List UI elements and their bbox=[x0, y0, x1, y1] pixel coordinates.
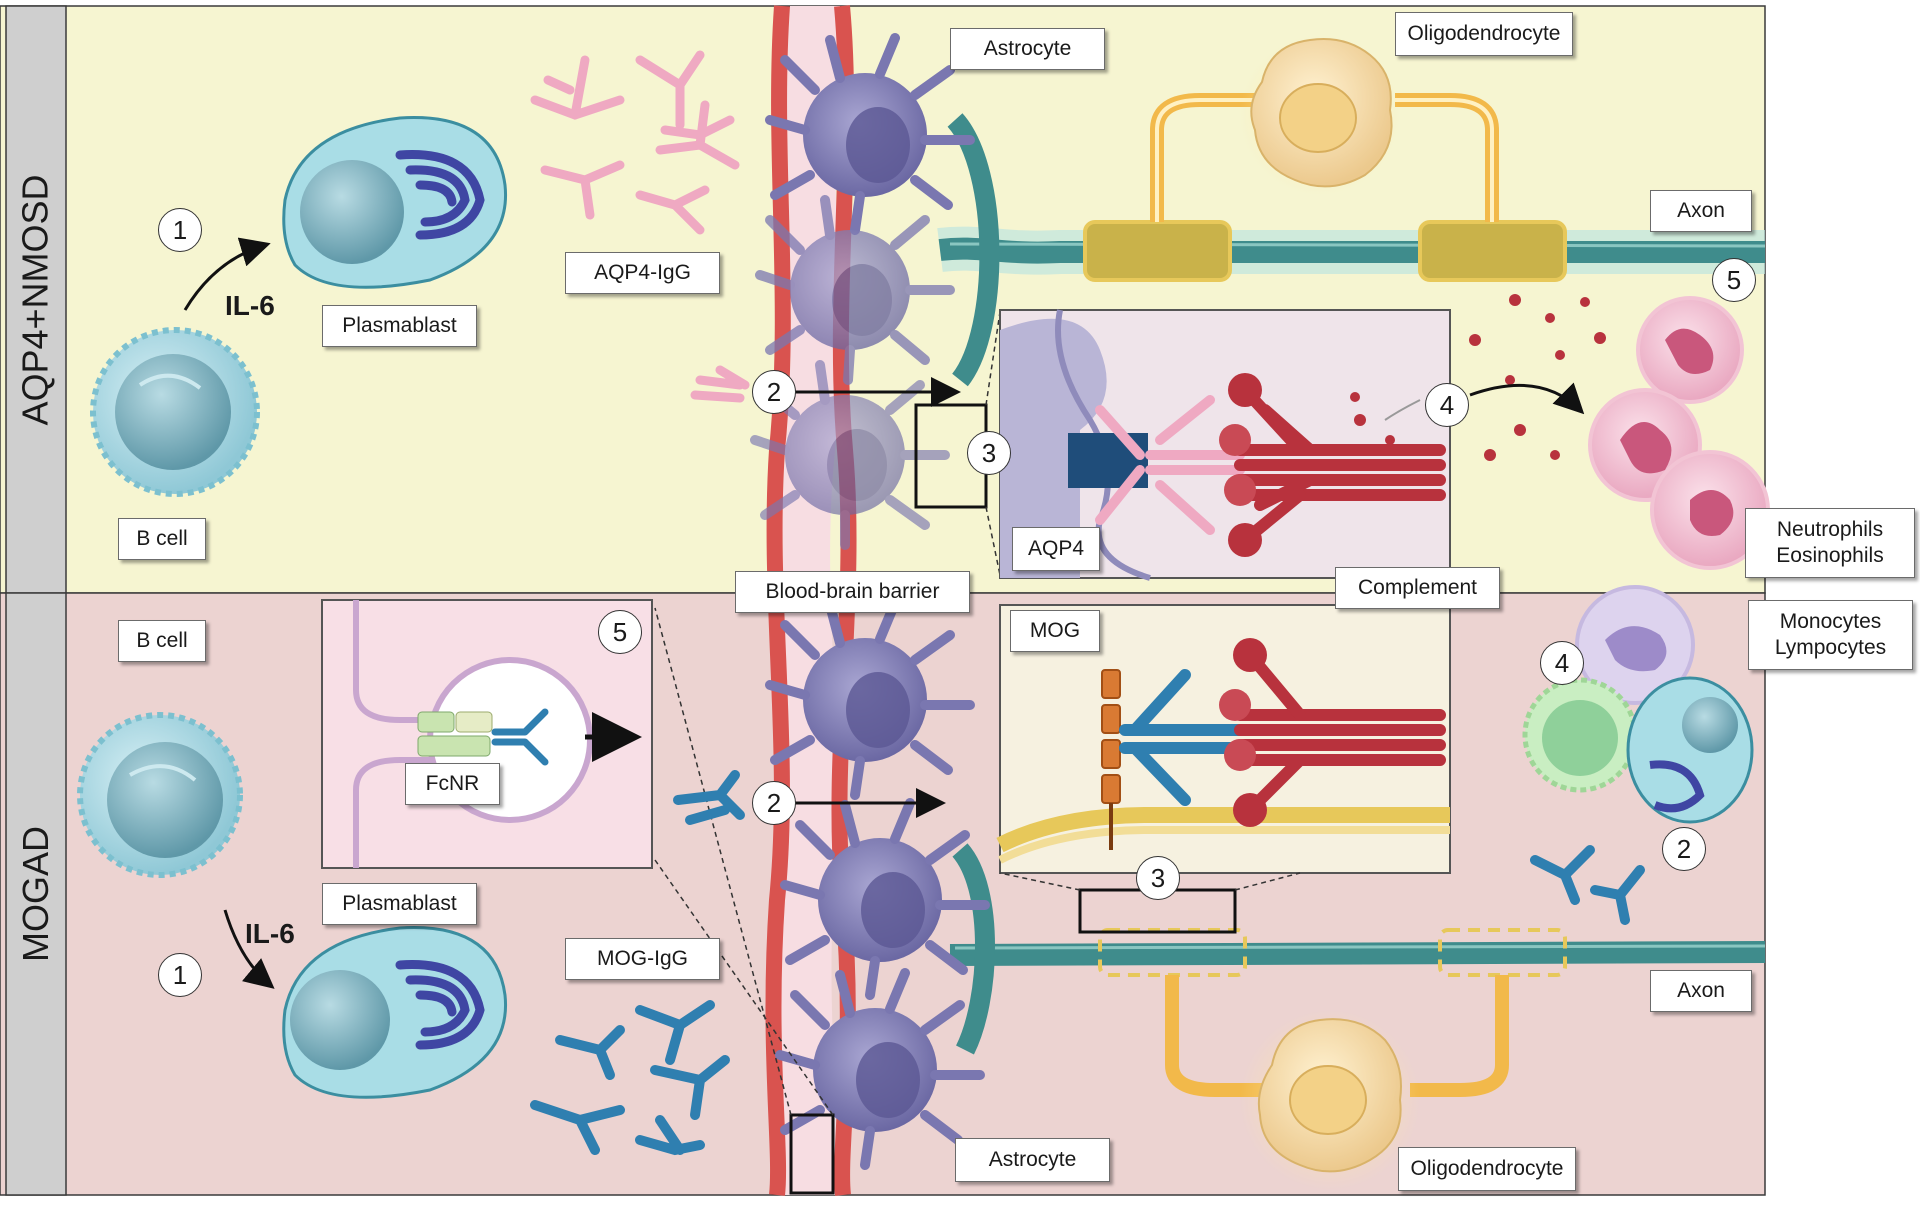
label-axon-top: Axon bbox=[1650, 190, 1752, 232]
step-1-top: 1 bbox=[158, 208, 202, 252]
label-il6-bottom: IL-6 bbox=[245, 918, 295, 949]
label-oligodendrocyte-bottom: Oligodendrocyte bbox=[1398, 1147, 1576, 1191]
label-plasmablast-bottom: Plasmablast bbox=[322, 883, 477, 925]
label-aqp4-igg: AQP4-IgG bbox=[565, 252, 720, 294]
step-5-top: 5 bbox=[1712, 258, 1756, 302]
step-4-top: 4 bbox=[1425, 383, 1469, 427]
label-mog: MOG bbox=[1010, 610, 1100, 652]
step-2-bottom-right: 2 bbox=[1662, 827, 1706, 871]
panel-title-aqp4-nmosd-text: AQP4+NMOSD bbox=[15, 173, 57, 426]
step-2-bottom: 2 bbox=[752, 781, 796, 825]
label-il6-top: IL-6 bbox=[225, 290, 275, 321]
panel-title-aqp4-nmosd: AQP4+NMOSD bbox=[6, 6, 66, 593]
label-axon-bottom: Axon bbox=[1650, 970, 1752, 1012]
step-3-top: 3 bbox=[967, 431, 1011, 475]
label-blood-brain-barrier: Blood-brain barrier bbox=[735, 571, 970, 613]
label-b-cell-bottom: B cell bbox=[118, 620, 206, 662]
label-oligodendrocyte-top: Oligodendrocyte bbox=[1395, 12, 1573, 56]
label-mog-igg: MOG-IgG bbox=[565, 938, 720, 980]
step-4-bottom: 4 bbox=[1540, 641, 1584, 685]
step-2-top: 2 bbox=[752, 370, 796, 414]
label-fcnr: FcNR bbox=[405, 763, 500, 805]
label-b-cell-top: B cell bbox=[118, 518, 206, 560]
step-5-bottom: 5 bbox=[598, 610, 642, 654]
label-plasmablast-top: Plasmablast bbox=[322, 305, 477, 347]
label-astrocyte-bottom: Astrocyte bbox=[955, 1138, 1110, 1182]
label-aqp4: AQP4 bbox=[1012, 527, 1100, 571]
label-complement: Complement bbox=[1335, 567, 1500, 609]
panel-title-mogad: MOGAD bbox=[6, 593, 66, 1195]
step-1-bottom: 1 bbox=[158, 953, 202, 997]
label-monocytes-lymphocytes: Monocytes Lympocytes bbox=[1748, 600, 1913, 670]
panel-title-mogad-text: MOGAD bbox=[15, 825, 57, 963]
label-neutrophils-eosinophils: Neutrophils Eosinophils bbox=[1745, 508, 1915, 578]
step-3-bottom: 3 bbox=[1136, 856, 1180, 900]
label-astrocyte-top: Astrocyte bbox=[950, 28, 1105, 70]
